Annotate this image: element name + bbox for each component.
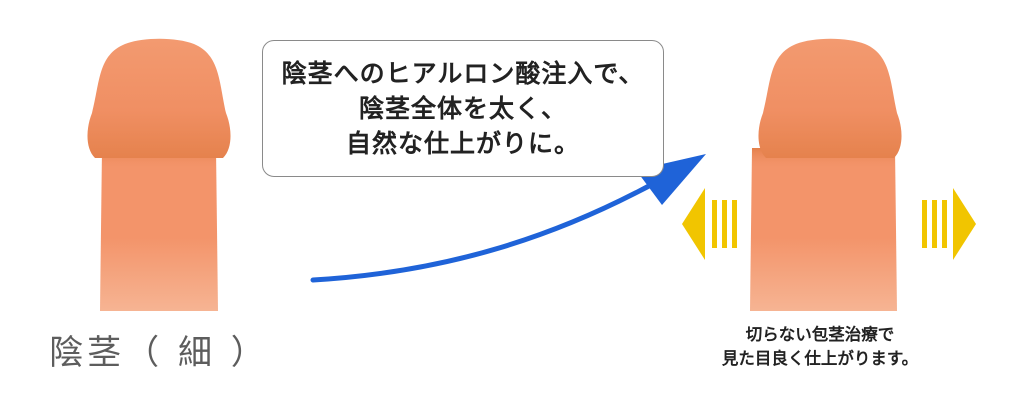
- explanation-callout: 陰茎へのヒアルロン酸注入で、 陰茎全体を太く、 自然な仕上がりに。: [262, 40, 664, 177]
- right-arrow-head-icon: [953, 188, 976, 260]
- thin-penis-label: 陰茎（ 細 ）: [49, 333, 269, 373]
- thin-glans: [87, 38, 231, 158]
- result-caption-line-1: 切らない包茎治療で: [745, 325, 895, 344]
- thick-glans: [758, 38, 902, 158]
- left-arrow-bar-1: [712, 200, 717, 248]
- left-arrow-bar-3: [732, 200, 737, 248]
- thick-shaft: [750, 148, 897, 311]
- left-arrow-head-icon: [682, 188, 705, 260]
- thin-penis-illustration: [87, 38, 231, 311]
- callout-line-3: 自然な仕上がりに。: [345, 129, 580, 158]
- thin-shaft: [100, 148, 218, 311]
- result-caption-line-2: 見た目良く仕上がります。: [721, 349, 919, 368]
- callout-line-1: 陰茎へのヒアルロン酸注入で、: [281, 59, 645, 88]
- right-arrow-bar-1: [922, 200, 927, 248]
- right-arrow-bar-3: [942, 200, 947, 248]
- left-arrow-bar-2: [722, 200, 727, 248]
- arrow-curve: [310, 177, 663, 283]
- left-widen-arrow: [682, 188, 737, 260]
- thick-penis-illustration: [750, 38, 902, 311]
- right-arrow-bar-2: [932, 200, 937, 248]
- right-widen-arrow: [922, 188, 976, 260]
- callout-line-2: 陰茎全体を太く、: [358, 94, 567, 123]
- result-caption: 切らない包茎治療で 見た目良く仕上がります。: [690, 323, 950, 371]
